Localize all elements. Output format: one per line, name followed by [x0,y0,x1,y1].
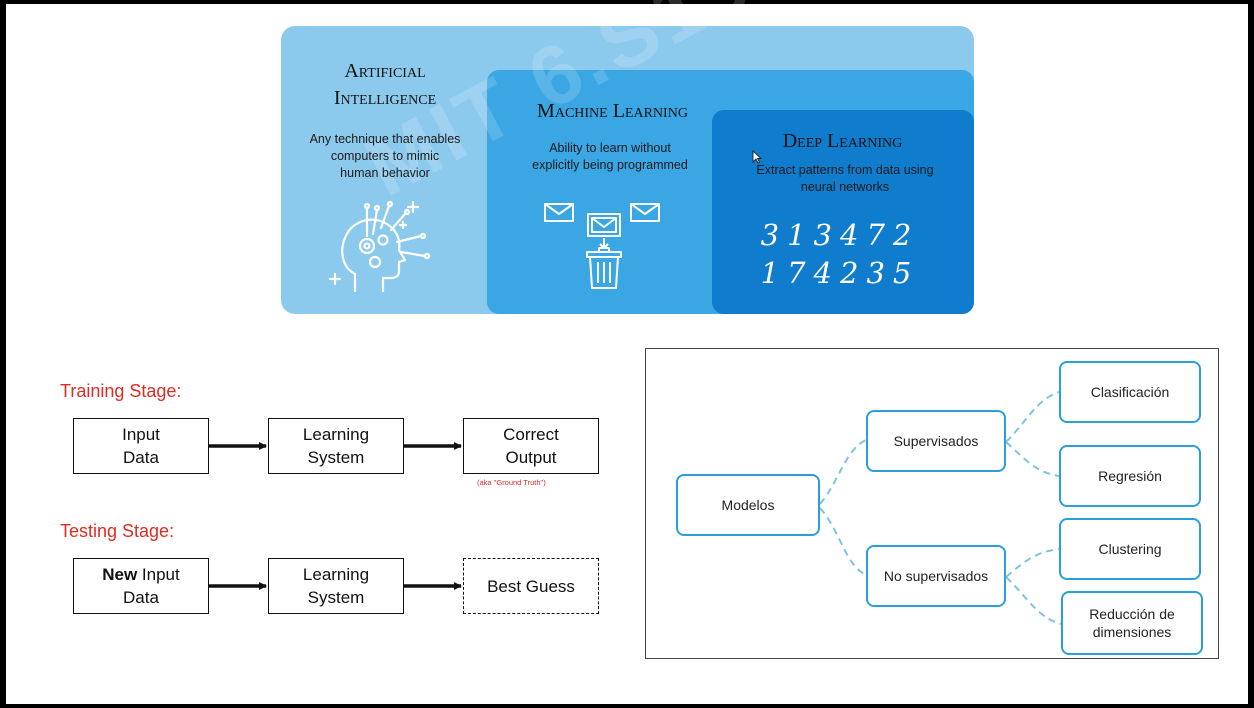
ml-description: Ability to learn without explicitly bein… [532,141,688,172]
dl-title: Deep Learning [782,130,903,152]
node-clustering: Clustering [1059,518,1201,580]
dl-region [712,110,974,314]
models-diagram-frame [645,348,1219,659]
connector-modelos-no-supervisados [819,507,867,576]
dl-description: Extract patterns from data using neural … [756,163,934,194]
node-modelos: Modelos [676,474,820,536]
brain-gears-icon [328,200,431,293]
ai-title: Artificial Intelligence [333,60,437,109]
ml-title: Machine Learning [537,100,688,122]
node-regresion: Regresión [1059,445,1201,507]
handwritten-digits: 313472 174235 [760,218,920,290]
connector-supervisados-regresion [1005,441,1060,477]
node-no-supervisados: No supervisados [866,545,1006,607]
node-supervisados: Supervisados [866,410,1006,472]
testing-best-guess-box: Best Guess [463,558,599,614]
cursor-icon [752,150,762,164]
connector-no-supervisados-reduccion [1005,576,1062,625]
ai-description: Any technique that enables computers to … [309,132,461,180]
training-stage-label: Training Stage: [60,381,182,401]
testing-stage-label: Testing Stage: [60,521,175,541]
connector-no-supervisados-clustering [1005,548,1060,578]
connector-supervisados-clasificacion [1005,391,1060,443]
mail-trash-icon [544,203,660,289]
ground-truth-note: (aka "Ground Truth") [477,478,546,487]
connector-modelos-supervisados [819,439,867,505]
node-clasificacion: Clasificación [1059,361,1201,423]
